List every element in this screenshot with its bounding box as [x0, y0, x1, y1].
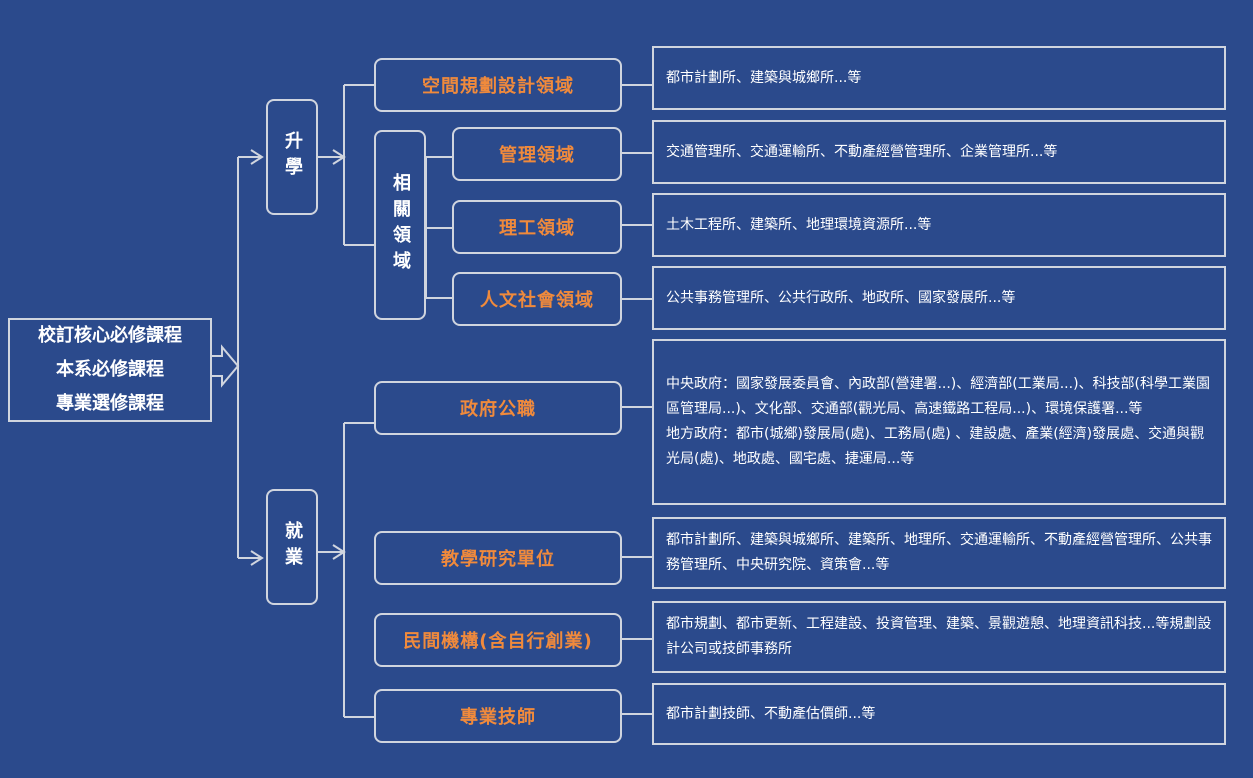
job-description: 中央政府：國家發展委員會、內政部(營建署...)、經濟部(工業局...)、科技部…	[652, 339, 1226, 505]
study-field-description: 土木工程所、建築所、地理環境資源所...等	[652, 193, 1226, 257]
job-description: 都市規劃、都市更新、工程建設、投資管理、建築、景觀遊憩、地理資訊科技...等規劃…	[652, 601, 1226, 673]
study-field-description: 都市計劃所、建築與城鄉所...等	[652, 46, 1226, 110]
core-courses-line-3: 專業選修課程	[56, 393, 164, 414]
job-description: 都市計劃所、建築與城鄉所、建築所、地理所、交通運輸所、不動產經營管理所、公共事務…	[652, 517, 1226, 589]
core-courses-box: 校訂核心必修課程 本系必修課程 專業選修課程	[8, 318, 212, 422]
study-field-label: 管理領域	[452, 127, 622, 181]
job-label: 專業技師	[374, 689, 622, 743]
job-label: 教學研究單位	[374, 531, 622, 585]
further-study-box: 升學	[266, 99, 318, 215]
study-field-description: 公共事務管理所、公共行政所、地政所、國家發展所...等	[652, 266, 1226, 330]
job-label: 政府公職	[374, 381, 622, 435]
root-arrow	[207, 344, 240, 388]
employment-box: 就業	[266, 489, 318, 605]
study-field-label: 人文社會領域	[452, 272, 622, 326]
job-label: 民間機構(含自行創業)	[374, 613, 622, 667]
study-field-label: 空間規劃設計領域	[374, 58, 622, 112]
core-courses-line-1: 校訂核心必修課程	[38, 325, 182, 346]
core-courses-line-2: 本系必修課程	[56, 359, 164, 380]
job-description: 都市計劃技師、不動產估價師...等	[652, 683, 1226, 745]
related-fields-box: 相關領域	[374, 130, 426, 320]
study-field-description: 交通管理所、交通運輸所、不動產經營管理所、企業管理所...等	[652, 120, 1226, 184]
study-field-label: 理工領域	[452, 200, 622, 254]
